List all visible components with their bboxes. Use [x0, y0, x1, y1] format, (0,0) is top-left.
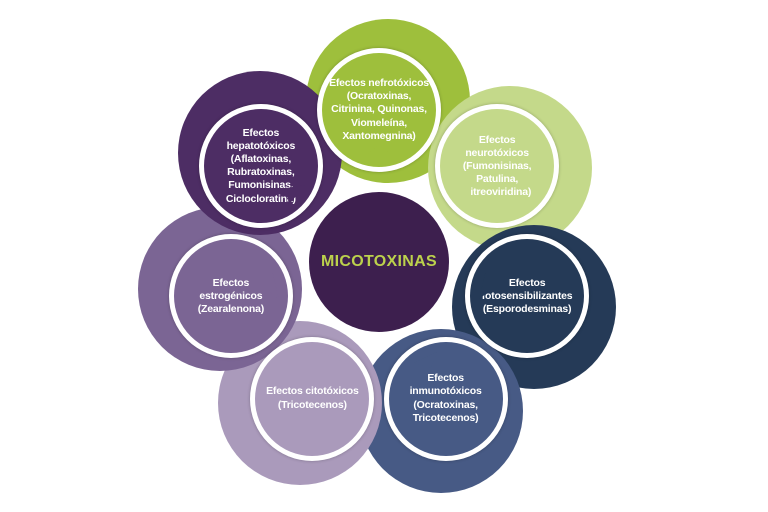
arrow-estrogenicos — [264, 273, 279, 299]
arrow-inmunotoxicos — [413, 351, 438, 369]
arrow-fotosensibilizantes — [479, 273, 494, 299]
arrow-citotoxicos — [320, 351, 345, 369]
effect-neurotoxicos: Efectos neurotóxicos (Fumonisinas, Patul… — [440, 109, 555, 224]
arrow-nefrotoxicos — [366, 144, 392, 156]
effect-label-nefrotoxicos: Efectos nefrotóxicos (Ocratoxinas, Citri… — [329, 77, 429, 142]
effect-label-inmunotoxicos: Efectos inmunotóxicos (Ocratoxinas, Tric… — [409, 372, 482, 424]
effect-hepatotoxicos: Efectos hepatotóxicos (Aflatoxinas, Rubr… — [203, 109, 318, 224]
effect-fotosensibilizantes: Efectos fotosensibilizantes (Esporodesmi… — [470, 239, 585, 354]
effect-label-fotosensibilizantes: Efectos fotosensibilizantes (Esporodesmi… — [481, 276, 573, 315]
center-circle: MICOTOXINAS — [309, 192, 449, 332]
effect-label-neurotoxicos: Efectos neurotóxicos (Fumonisinas, Patul… — [462, 133, 532, 199]
effect-label-hepatotoxicos: Efectos hepatotóxicos (Aflatoxinas, Rubr… — [225, 126, 296, 205]
effect-estrogenicos: Efectos estrogénicos (Zearalenona) — [173, 239, 288, 354]
effect-label-estrogenicos: Efectos estrogénicos (Zearalenona) — [197, 276, 265, 315]
effect-inmunotoxicos: Efectos inmunotóxicos (Ocratoxinas, Tric… — [388, 341, 503, 456]
center-title: MICOTOXINAS — [321, 253, 437, 270]
effect-label-citotoxicos: Efectos citotóxicos (Tricotecenos) — [266, 385, 359, 411]
effect-citotoxicos: Efectos citotóxicos (Tricotecenos) — [255, 341, 370, 456]
arrow-hepatotoxicos — [287, 185, 305, 206]
arrow-neurotoxicos — [453, 185, 471, 206]
